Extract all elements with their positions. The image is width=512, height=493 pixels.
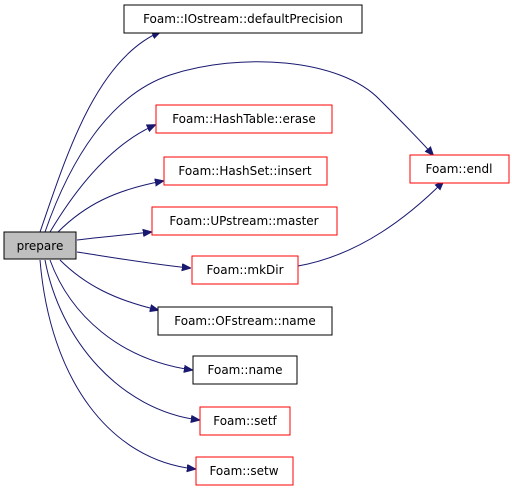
node-setf[interactable]: Foam::setf	[199, 406, 291, 436]
edge-prepare-to-setw	[39, 259, 195, 469]
node-label: prepare	[17, 239, 64, 253]
node-ofname[interactable]: Foam::OFstream::name	[157, 306, 333, 336]
edge-prepare-to-master	[76, 232, 151, 241]
node-label: Foam::setf	[213, 414, 277, 428]
node-mkDir[interactable]: Foam::mkDir	[191, 255, 299, 285]
edge-mkDir-to-endl	[297, 182, 443, 267]
edge-prepare-to-setf	[44, 259, 199, 420]
node-label: Foam::HashSet::insert	[178, 164, 311, 178]
node-master[interactable]: Foam::UPstream::master	[151, 206, 338, 236]
edge-prepare-to-mkDir	[76, 251, 190, 268]
node-prepare[interactable]: prepare	[3, 231, 77, 260]
node-label: Foam::UPstream::master	[169, 214, 318, 228]
node-endl[interactable]: Foam::endl	[409, 154, 510, 184]
edge-prepare-to-defaultPrecision	[39, 32, 160, 233]
node-label: Foam::setw	[209, 464, 278, 478]
edge-prepare-to-erase	[49, 125, 155, 233]
node-defaultPrecision[interactable]: Foam::IOstream::defaultPrecision	[123, 4, 363, 34]
node-setw[interactable]: Foam::setw	[195, 456, 294, 486]
node-name[interactable]: Foam::name	[192, 355, 298, 385]
node-insert[interactable]: Foam::HashSet::insert	[163, 156, 328, 186]
node-label: Foam::OFstream::name	[174, 314, 315, 328]
edge-prepare-to-endl	[44, 61, 433, 233]
edge-prepare-to-name	[49, 259, 192, 370]
node-erase[interactable]: Foam::HashTable::erase	[155, 104, 333, 134]
nodes-layer: prepare Foam::IOstream::defaultPrecision…	[3, 4, 510, 486]
node-label: Foam::IOstream::defaultPrecision	[143, 12, 343, 26]
node-label: Foam::HashTable::erase	[172, 112, 316, 126]
node-label: Foam::endl	[426, 162, 493, 176]
edge-prepare-to-ofname	[59, 259, 158, 310]
edge-prepare-to-insert	[57, 181, 163, 233]
node-label: Foam::name	[208, 363, 283, 377]
node-label: Foam::mkDir	[206, 263, 283, 277]
edges-layer	[39, 32, 443, 469]
